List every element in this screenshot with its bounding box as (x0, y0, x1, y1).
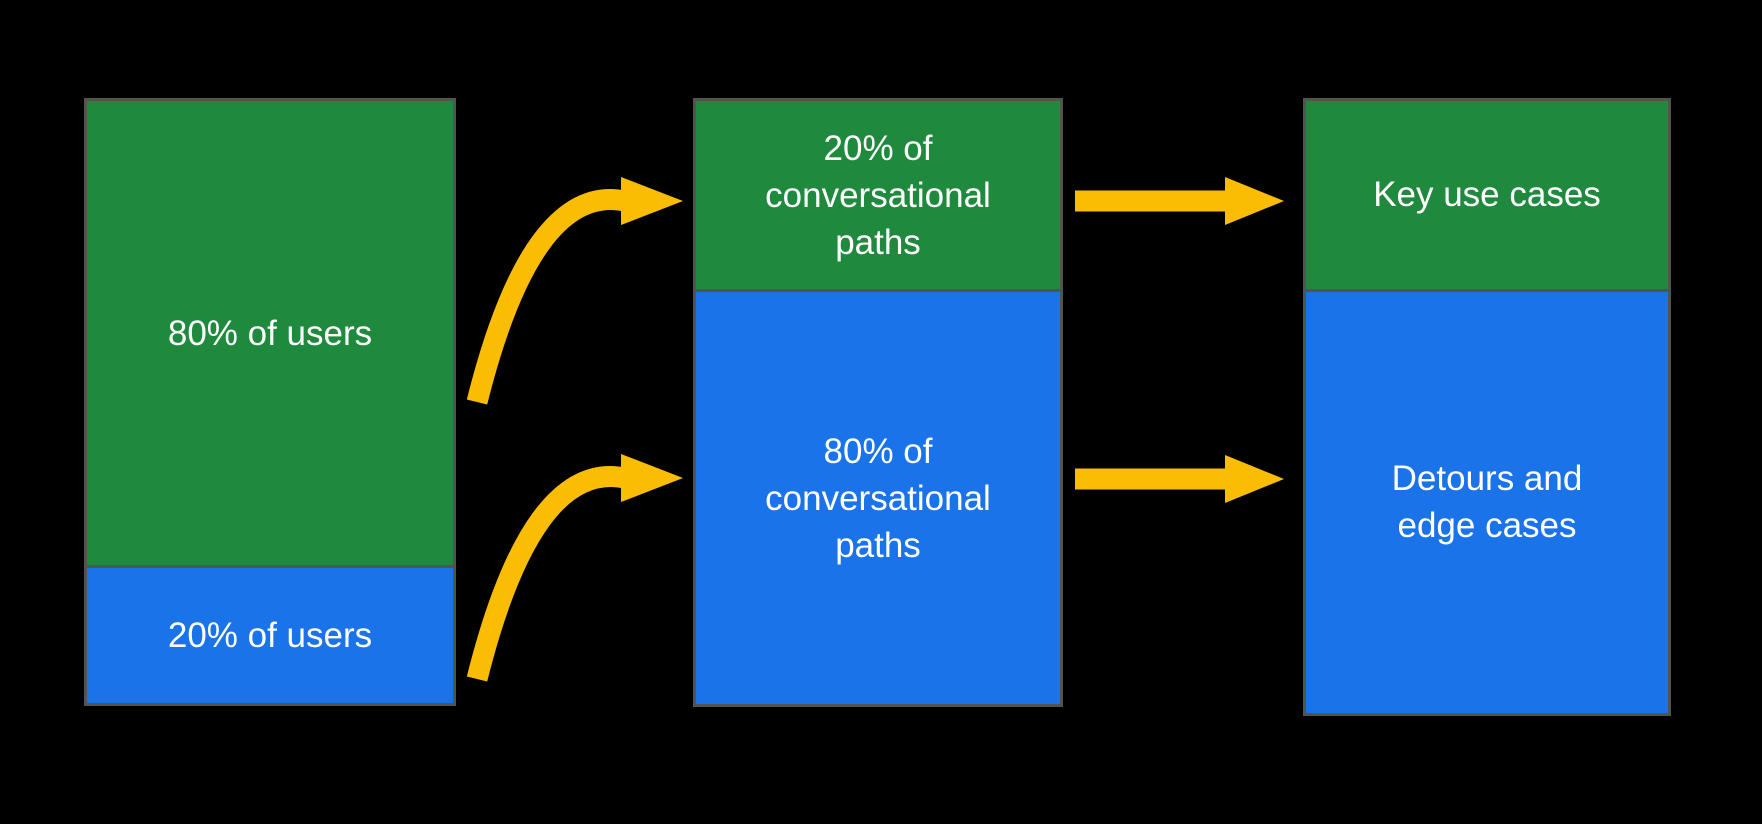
segment-paths-80: 80% of conversational paths (696, 289, 1060, 704)
segment-paths-20: 20% of conversational paths (696, 101, 1060, 290)
curved-arrow-users20-to-paths80 (466, 454, 683, 682)
arrow-head-icon (1225, 455, 1284, 503)
curved-arrow-users80-to-paths20 (466, 177, 683, 405)
arrow-shaft (466, 189, 628, 405)
straight-arrow-paths20-to-key-use-cases (1075, 177, 1284, 225)
segment-key-use-cases: Key use cases (1306, 101, 1668, 289)
bar-conversational-paths: 20% of conversational paths 80% of conve… (693, 98, 1063, 707)
segment-users-80: 80% of users (87, 101, 453, 566)
segment-label: Detours and edge cases (1391, 459, 1583, 546)
bar-users: 80% of users 20% of users (84, 98, 456, 706)
segment-users-20: 20% of users (87, 565, 453, 703)
segment-detours-edge-cases: Detours and edge cases (1306, 288, 1668, 713)
segment-label: 20% of users (167, 616, 373, 656)
arrow-head-icon (621, 177, 683, 225)
arrow-head-icon (1225, 177, 1284, 225)
segment-label: Key use cases (1373, 175, 1601, 215)
arrow-head-icon (621, 454, 683, 502)
segment-label: 80% of users (167, 313, 373, 353)
arrow-shaft (466, 466, 628, 682)
segment-label: 80% of conversational paths (765, 431, 991, 565)
bar-outcomes: Key use cases Detours and edge cases (1303, 98, 1671, 716)
segment-label: 20% of conversational paths (765, 128, 991, 262)
straight-arrow-paths80-to-detours (1075, 455, 1284, 503)
